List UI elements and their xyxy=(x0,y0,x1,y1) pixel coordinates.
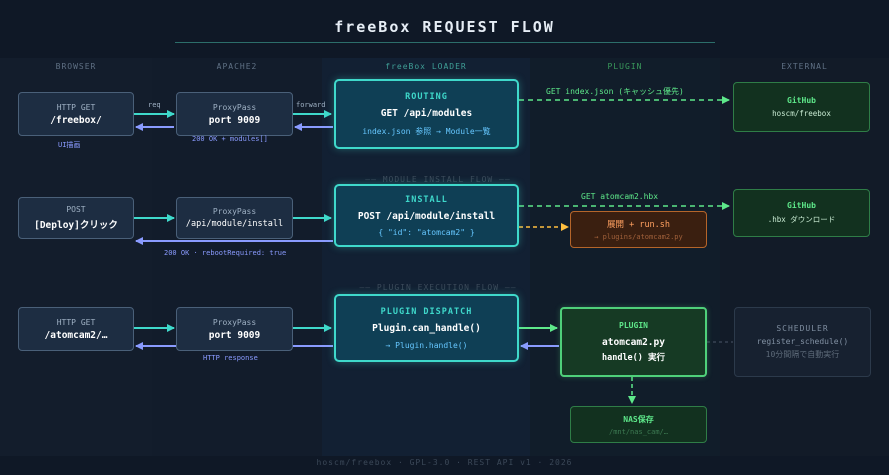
req-label: req xyxy=(148,101,161,109)
apache-proxypass-r1-label: ProxyPass xyxy=(212,102,257,112)
plugin-atomcam2: PLUGIN atomcam2.py handle() 実行 xyxy=(560,307,707,377)
http-response-label: HTTP response xyxy=(203,354,258,362)
apache-proxypass-r1-port: port 9009 xyxy=(208,114,261,126)
get-index-json-label: GET index.json (キャッシュ優先) xyxy=(546,87,684,96)
deploy-run-sh-target: → plugins/atomcam2.py xyxy=(594,233,683,241)
apache-proxypass-r3-label: ProxyPass xyxy=(212,317,257,327)
plugin-atomcam2-handle: handle() 実行 xyxy=(601,353,666,363)
deploy-run-sh-title: 展開 + run.sh xyxy=(606,220,671,230)
browser-get-freebox: HTTP GET /freebox/ xyxy=(18,92,134,136)
browser-ui-note: UI描画 xyxy=(58,141,81,149)
lane-plugin xyxy=(530,58,720,456)
apache-proxypass-r1: ProxyPass port 9009 xyxy=(176,92,293,136)
section-label-execution: —— PLUGIN EXECUTION FLOW —— xyxy=(359,283,517,292)
lane-label-external: EXTERNAL xyxy=(781,62,828,71)
loader-install-title: INSTALL xyxy=(405,194,448,205)
browser-get-atomcam-path: /atomcam2/… xyxy=(44,329,108,341)
nas-storage-path: /mnt/nas_cam/… xyxy=(608,427,668,436)
loader-routing-endpoint: GET /api/modules xyxy=(380,107,473,119)
scheduler: SCHEDULER register_schedule() 10分間隔で自動実行 xyxy=(734,307,871,377)
deploy-run-sh: 展開 + run.sh → plugins/atomcam2.py xyxy=(570,211,707,248)
apache-proxypass-r2-label: ProxyPass xyxy=(212,207,257,216)
browser-deploy-click: [Deploy]クリック xyxy=(34,220,118,231)
scheduler-title: SCHEDULER xyxy=(776,324,829,333)
scheduler-interval: 10分間隔で自動実行 xyxy=(765,350,840,359)
github-freebox: GitHub hoscm/freebox xyxy=(733,82,870,132)
lane-label-apache: APACHE2 xyxy=(216,62,258,71)
loader-routing-desc: index.json 参照 → Module一覧 xyxy=(362,126,491,136)
browser-get-freebox-method: HTTP GET xyxy=(56,102,96,112)
github-hbx: GitHub .hbx ダウンロード xyxy=(733,189,870,237)
plugin-atomcam2-title: PLUGIN xyxy=(619,321,648,330)
browser-get-atomcam-method: HTTP GET xyxy=(56,317,96,327)
title-divider xyxy=(175,42,715,43)
scheduler-register: register_schedule() xyxy=(756,337,849,346)
loader-install-payload: { "id": "atomcam2" } xyxy=(378,227,475,237)
github-hbx-download: .hbx ダウンロード xyxy=(767,215,836,224)
nas-storage-title: NAS保存 xyxy=(623,414,654,424)
nas-storage: NAS保存 /mnt/nas_cam/… xyxy=(570,406,707,443)
page-title: freeBox REQUEST FLOW xyxy=(334,18,555,36)
get-hbx-label: GET atomcam2.hbx xyxy=(581,192,659,201)
loader-plugin-dispatch: PLUGIN DISPATCH Plugin.can_handle() → Pl… xyxy=(334,294,519,362)
response-reboot-label: 200 OK · rebootRequired: true xyxy=(164,249,287,257)
github-freebox-title: GitHub xyxy=(787,96,816,105)
plugin-atomcam2-file: atomcam2.py xyxy=(602,337,665,348)
browser-post-method: POST xyxy=(66,205,86,214)
section-label-install: —— MODULE INSTALL FLOW —— xyxy=(365,175,511,184)
apache-proxypass-r3-port: port 9009 xyxy=(208,329,261,341)
footer: hoscm/freebox · GPL-3.0 · REST API v1 · … xyxy=(316,458,573,467)
github-hbx-title: GitHub xyxy=(787,201,816,210)
forward-label: forward xyxy=(296,101,326,109)
browser-get-freebox-path: /freebox/ xyxy=(50,114,102,126)
apache-proxypass-r2: ProxyPass /api/module/install xyxy=(176,197,293,239)
browser-post-deploy: POST [Deploy]クリック xyxy=(18,197,134,239)
loader-routing: ROUTING GET /api/modules index.json 参照 →… xyxy=(334,79,519,149)
response-modules-label: 200 OK + modules[] xyxy=(192,135,268,143)
lane-label-loader: freeBox LOADER xyxy=(385,62,467,71)
loader-install: INSTALL POST /api/module/install { "id":… xyxy=(334,184,519,247)
lane-label-plugin: PLUGIN xyxy=(607,62,643,71)
lane-label-browser: BROWSER xyxy=(55,62,97,71)
apache-proxypass-r3: ProxyPass port 9009 xyxy=(176,307,293,351)
loader-install-endpoint: POST /api/module/install xyxy=(357,210,496,222)
loader-dispatch-can-handle: Plugin.can_handle() xyxy=(372,322,481,334)
apache-proxypass-r2-path: /api/module/install xyxy=(185,219,284,229)
loader-routing-title: ROUTING xyxy=(405,91,448,102)
loader-dispatch-handle: → Plugin.handle() xyxy=(385,340,468,350)
github-freebox-repo: hoscm/freebox xyxy=(772,109,831,118)
loader-dispatch-title: PLUGIN DISPATCH xyxy=(380,306,473,317)
browser-get-atomcam: HTTP GET /atomcam2/… xyxy=(18,307,134,351)
